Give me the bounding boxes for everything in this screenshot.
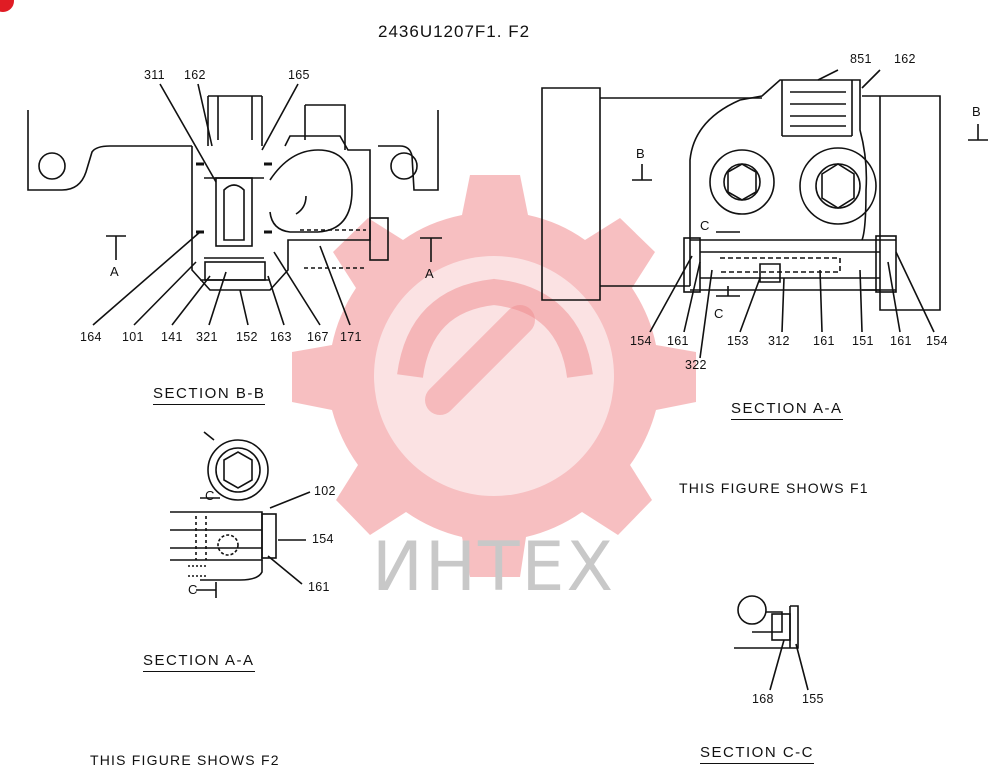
figure-note-f2: THIS FIGURE SHOWS F2: [90, 752, 280, 768]
part-label: 322: [685, 358, 707, 372]
part-label: 311: [144, 68, 165, 82]
part-label: 321: [196, 330, 218, 344]
cut-mark: A: [425, 266, 434, 281]
part-label: 851: [850, 52, 872, 66]
section-aa-f2-drawing: [170, 431, 311, 598]
section-bb-caption: SECTION B-B: [153, 385, 266, 405]
part-label: 155: [802, 692, 824, 706]
section-cc-caption: SECTION C-C: [700, 744, 814, 764]
part-label: 101: [122, 330, 144, 344]
cut-mark: B: [636, 146, 645, 161]
part-label: 141: [161, 330, 183, 344]
part-label: 162: [184, 68, 206, 82]
cut-mark: B: [972, 104, 981, 119]
part-label: 153: [727, 334, 749, 348]
part-label: 162: [894, 52, 916, 66]
part-label: 102: [314, 484, 336, 498]
corner-badge: [0, 0, 14, 12]
part-label: 168: [752, 692, 774, 706]
part-label: 161: [667, 334, 689, 348]
section-cc-drawing: [734, 595, 809, 691]
figure-note-f1: THIS FIGURE SHOWS F1: [679, 480, 869, 496]
part-label: 151: [852, 334, 874, 348]
part-label: 152: [236, 330, 258, 344]
part-label: 171: [340, 330, 362, 344]
part-label: 161: [813, 334, 835, 348]
part-label: 164: [80, 330, 102, 344]
part-label: 165: [288, 68, 310, 82]
part-label: 154: [630, 334, 652, 348]
watermark-text: ИНТЕХ: [372, 528, 616, 607]
cut-mark: A: [110, 264, 119, 279]
drawing-title: 2436U1207F1. F2: [378, 22, 531, 41]
part-label: 154: [312, 532, 334, 546]
section-aa-f1-caption: SECTION A-A: [731, 400, 843, 420]
cut-mark: C: [188, 582, 198, 597]
part-label: 161: [890, 334, 912, 348]
section-aa-f2-caption: SECTION A-A: [143, 652, 255, 672]
section-aa-f1-drawing: [541, 69, 988, 359]
part-label: 167: [307, 330, 329, 344]
section-bb-drawing: [27, 83, 442, 326]
cut-mark: C: [700, 218, 710, 233]
part-label: 161: [308, 580, 330, 594]
part-label: 154: [926, 334, 948, 348]
cut-mark: C: [205, 488, 215, 503]
part-label: 312: [768, 334, 790, 348]
cut-mark: C: [714, 306, 724, 321]
part-label: 163: [270, 330, 292, 344]
